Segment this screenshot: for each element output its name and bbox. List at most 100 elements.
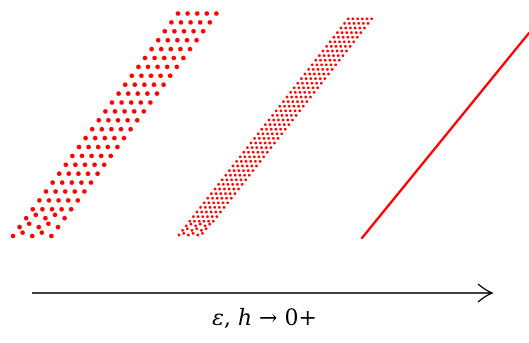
lattice-point bbox=[339, 26, 343, 30]
lattice-point bbox=[46, 198, 52, 203]
lattice-point bbox=[294, 114, 298, 117]
lattice-point bbox=[281, 118, 285, 122]
lattice-point bbox=[322, 54, 326, 57]
lattice-point bbox=[328, 58, 332, 62]
lattice-point bbox=[33, 212, 39, 218]
lattice-point bbox=[226, 183, 230, 186]
lattice-point bbox=[172, 29, 177, 34]
lattice-point bbox=[207, 20, 213, 25]
lattice-point bbox=[256, 150, 260, 154]
lattice-point bbox=[337, 35, 340, 39]
lattice-point bbox=[285, 95, 289, 99]
lattice-point bbox=[301, 81, 304, 85]
lattice-point bbox=[219, 192, 223, 195]
lattice-point bbox=[185, 227, 189, 231]
lattice-point bbox=[246, 169, 250, 172]
lattice-point bbox=[319, 81, 323, 85]
lattice-point bbox=[99, 126, 105, 132]
lattice-point bbox=[145, 91, 150, 96]
lattice-point bbox=[138, 100, 144, 105]
lattice-point bbox=[346, 17, 350, 21]
lattice-point bbox=[198, 222, 202, 226]
lattice-group bbox=[10, 11, 374, 239]
lattice-point bbox=[317, 72, 321, 76]
lattice-point bbox=[282, 100, 285, 103]
lattice-point bbox=[299, 95, 303, 99]
lattice-point bbox=[63, 162, 69, 168]
lattice-point bbox=[268, 141, 272, 145]
lattice-point bbox=[344, 26, 348, 30]
lattice-point bbox=[142, 82, 147, 87]
lattice-point bbox=[26, 221, 32, 227]
lattice-point bbox=[251, 169, 255, 172]
lattice-point bbox=[70, 153, 75, 159]
lattice-point bbox=[88, 180, 94, 185]
lattice-point bbox=[286, 118, 290, 122]
lattice-point bbox=[307, 68, 310, 71]
lattice-point bbox=[210, 192, 213, 195]
lattice-point bbox=[255, 146, 259, 149]
medium-lattice bbox=[177, 17, 374, 237]
lattice-point bbox=[36, 224, 42, 230]
lattice-point bbox=[278, 104, 282, 108]
lattice-point bbox=[304, 77, 308, 80]
lattice-point bbox=[68, 207, 74, 212]
lattice-point bbox=[188, 219, 192, 223]
lattice-point bbox=[322, 72, 326, 76]
lattice-point bbox=[196, 215, 200, 218]
lattice-point bbox=[308, 91, 311, 94]
lattice-point bbox=[227, 187, 231, 191]
lattice-point bbox=[129, 73, 135, 79]
lattice-point bbox=[370, 17, 374, 21]
lattice-point bbox=[220, 178, 224, 182]
lattice-point bbox=[248, 155, 251, 159]
lattice-point bbox=[43, 189, 49, 194]
lattice-point bbox=[314, 58, 318, 62]
lattice-point bbox=[65, 198, 71, 203]
lattice-point bbox=[254, 160, 257, 163]
lattice-point bbox=[249, 141, 253, 145]
lattice-point bbox=[257, 155, 261, 159]
lattice-point bbox=[175, 11, 181, 16]
lattice-point bbox=[287, 123, 291, 126]
lattice-point bbox=[323, 77, 327, 80]
lattice-point bbox=[300, 100, 304, 103]
lattice-point bbox=[265, 150, 269, 154]
lattice-point bbox=[55, 224, 61, 230]
lattice-point bbox=[151, 82, 157, 87]
lattice-point bbox=[204, 227, 208, 231]
lattice-point bbox=[331, 49, 334, 53]
lattice-point bbox=[154, 91, 160, 96]
lattice-point bbox=[272, 137, 275, 140]
lattice-point bbox=[209, 210, 213, 214]
lattice-point bbox=[352, 40, 356, 44]
lattice-point bbox=[217, 183, 220, 186]
lattice-point bbox=[207, 219, 210, 223]
lattice-point bbox=[327, 54, 331, 57]
lattice-point bbox=[334, 45, 338, 48]
lattice-point bbox=[362, 22, 365, 25]
lattice-point bbox=[324, 63, 328, 67]
lattice-point bbox=[225, 196, 228, 200]
lattice-point bbox=[200, 29, 206, 34]
lattice-point bbox=[188, 20, 193, 25]
lattice-point bbox=[231, 183, 235, 186]
lattice-point bbox=[244, 160, 248, 163]
lattice-point bbox=[92, 135, 98, 141]
lattice-point bbox=[184, 224, 188, 228]
lattice-point bbox=[125, 118, 130, 123]
lattice-point bbox=[89, 153, 94, 159]
lattice-point bbox=[224, 173, 228, 177]
lattice-point bbox=[242, 150, 246, 154]
lattice-point bbox=[365, 17, 369, 21]
lattice-point bbox=[218, 187, 222, 191]
lattice-point bbox=[338, 40, 341, 44]
lattice-point bbox=[236, 183, 239, 186]
lattice-point bbox=[134, 118, 140, 123]
lattice-point bbox=[82, 189, 87, 194]
lattice-point bbox=[352, 22, 356, 25]
lattice-point bbox=[177, 233, 181, 237]
lattice-point bbox=[319, 58, 322, 62]
lattice-point bbox=[337, 58, 341, 62]
lattice-point bbox=[260, 146, 263, 149]
